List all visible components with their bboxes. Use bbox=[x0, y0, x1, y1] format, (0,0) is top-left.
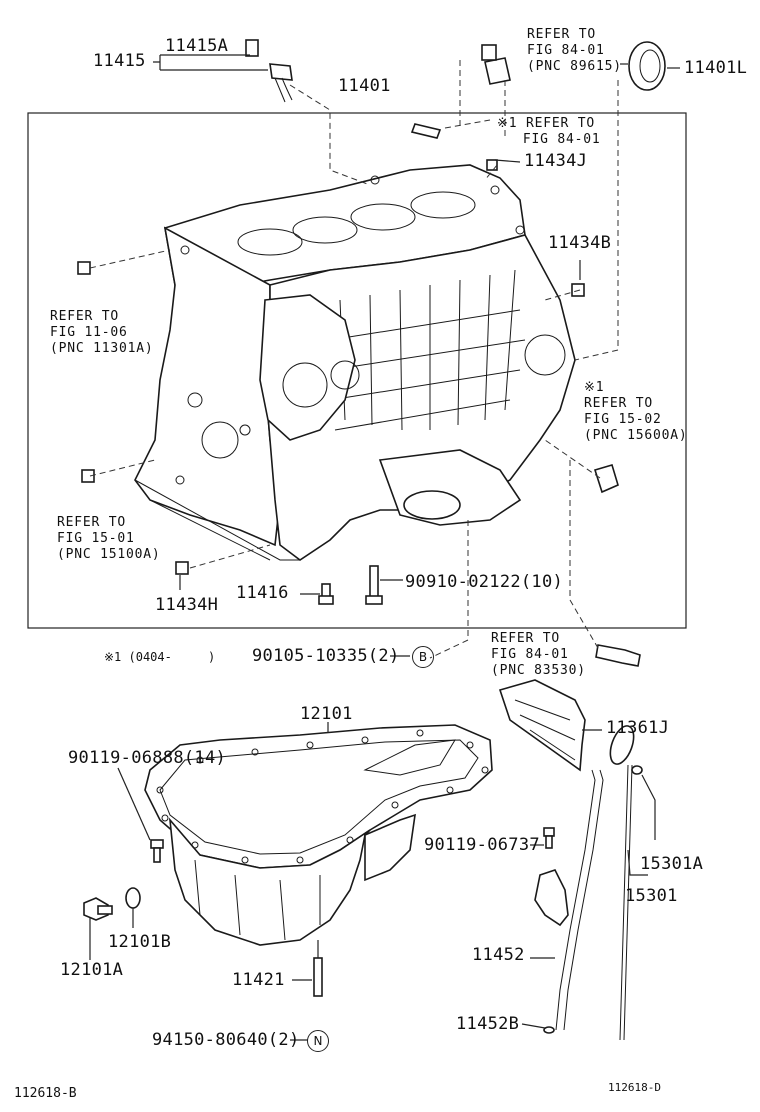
baffle-plate-11361j bbox=[498, 679, 586, 772]
callout-11434h: 11434H bbox=[155, 595, 219, 615]
callout-11434j: 11434J bbox=[524, 151, 588, 171]
diagram-id-left: 112618-B bbox=[14, 1086, 77, 1101]
callout-11415: 11415 bbox=[93, 51, 146, 71]
callout-12101a: 12101A bbox=[60, 960, 124, 980]
sensor-83530 bbox=[595, 644, 641, 667]
callout-11361j: 11361J bbox=[606, 718, 670, 738]
callout-90105-10335: 90105-10335(2) bbox=[252, 646, 400, 666]
callout-90119-06737: 90119-06737 bbox=[424, 835, 540, 855]
sensor-stud bbox=[410, 123, 442, 139]
callout-12101: 12101 bbox=[300, 704, 353, 724]
ref-fig-84-01-89615: REFER TO FIG 84-01 (PNC 89615) bbox=[527, 27, 622, 74]
oil-pan-drawing bbox=[144, 724, 493, 946]
cylinder-block-drawing bbox=[134, 164, 576, 561]
badge-n: N bbox=[307, 1030, 329, 1052]
callout-11452b: 11452B bbox=[456, 1014, 520, 1034]
plug-15600a bbox=[593, 464, 619, 494]
callout-90119-06888: 90119-06888(14) bbox=[68, 748, 227, 768]
callout-94150-80640: 94150-80640(2) bbox=[152, 1030, 300, 1050]
stud-11421 bbox=[313, 957, 323, 997]
diagram-id-right: 112618-D bbox=[608, 1081, 661, 1094]
ref-fig-15-02: ※1 REFER TO FIG 15-02 (PNC 15600A) bbox=[584, 380, 688, 443]
callout-11401: 11401 bbox=[338, 76, 391, 96]
pin-11434h bbox=[175, 561, 189, 575]
ref-fig-84-01-83530: REFER TO FIG 84-01 (PNC 83530) bbox=[491, 631, 586, 678]
oil-seal-11401l bbox=[628, 41, 666, 91]
gasket-12101b bbox=[125, 887, 141, 909]
callout-11434b: 11434B bbox=[548, 233, 612, 253]
callout-90910-02122: 90910-02122(10) bbox=[405, 572, 564, 592]
callout-11421: 11421 bbox=[232, 970, 285, 990]
bolt-90119-06888 bbox=[150, 839, 164, 863]
callout-11415a: 11415A bbox=[165, 36, 229, 56]
ref-fig-84-01-upper: ※1 REFER TO FIG 84-01 bbox=[497, 116, 601, 147]
callout-11452: 11452 bbox=[472, 945, 525, 965]
ref-fig-15-01: REFER TO FIG 15-01 (PNC 15100A) bbox=[57, 515, 161, 562]
stud-90910 bbox=[365, 565, 383, 605]
pin-11434b bbox=[571, 283, 585, 297]
callout-15301a: 15301A bbox=[640, 854, 704, 874]
callout-15301: 15301 bbox=[625, 886, 678, 906]
callout-11416: 11416 bbox=[236, 583, 289, 603]
block-assembly-frame bbox=[27, 112, 687, 629]
pin-11434j bbox=[486, 159, 498, 171]
oil-dipstick-15301 bbox=[609, 725, 643, 1041]
ref-fig-11-06: REFER TO FIG 11-06 (PNC 11301A) bbox=[50, 309, 154, 356]
bolt-11416 bbox=[318, 583, 334, 605]
bolt-90119-06737 bbox=[543, 827, 555, 849]
callout-12101b: 12101B bbox=[108, 932, 172, 952]
dowel-pin-left-lower bbox=[81, 469, 95, 483]
oil-pipe-11415 bbox=[245, 39, 293, 103]
badge-b: B bbox=[412, 646, 434, 668]
drain-plug-12101a bbox=[83, 897, 113, 921]
dowel-pin-left-upper bbox=[77, 261, 91, 275]
footnote-applicability: ※1 (0404- ) bbox=[104, 650, 216, 664]
sensor-89615 bbox=[481, 44, 511, 85]
callout-11401l: 11401L bbox=[684, 58, 748, 78]
dipstick-guide-11452 bbox=[534, 769, 604, 1034]
